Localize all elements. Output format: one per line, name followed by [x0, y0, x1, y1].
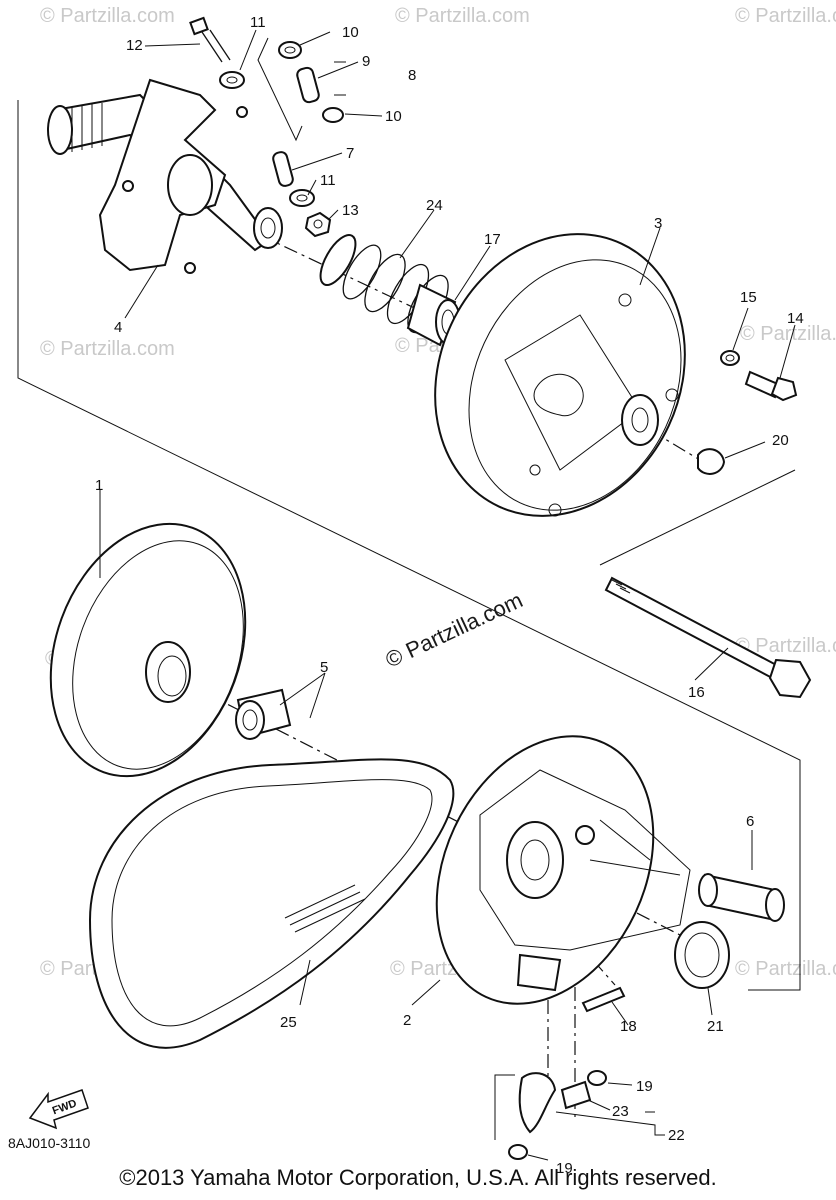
- callout-16: 16: [688, 684, 705, 701]
- watermark-text: © Partzilla.com: [735, 958, 836, 980]
- copyright-text: ©2013 Yamaha Motor Corporation, U.S.A. A…: [119, 1165, 717, 1190]
- callout-17: 17: [484, 231, 501, 248]
- callout-19: 19: [636, 1078, 653, 1095]
- watermark-text: © Partzilla.com: [40, 338, 175, 360]
- part-2-sliding-sheave: [435, 735, 691, 1005]
- hardware-bottom: [508, 986, 626, 1160]
- callout-6: 6: [746, 813, 754, 830]
- watermark-text: © Partzilla.com: [395, 5, 530, 27]
- part-5-bushing: [235, 688, 292, 740]
- part-6-sleeve: [698, 873, 785, 922]
- callout-25: 25: [280, 1014, 297, 1031]
- callout-9: 9: [362, 53, 370, 70]
- part-4-shaft-spider: [47, 78, 283, 274]
- part-21-seal: [674, 921, 730, 989]
- callout-10: 10: [342, 24, 359, 41]
- callout-4: 4: [114, 319, 122, 336]
- fwd-arrow-icon: FWD: [28, 1089, 89, 1130]
- assembly-boundary-lines: [17, 100, 801, 1140]
- callout-1: 1: [95, 477, 103, 494]
- watermark-text: © Partzilla.com: [735, 5, 836, 27]
- watermark-text: © Partzilla.com: [740, 323, 836, 345]
- callout-13: 13: [342, 202, 359, 219]
- callout-2: 2: [403, 1012, 411, 1029]
- part-1-sheave: [49, 522, 247, 778]
- callout-22: 22: [668, 1127, 685, 1144]
- callout-7: 7: [346, 145, 354, 162]
- leader-lines: [99, 29, 796, 1161]
- callout-19: 19: [556, 1160, 573, 1177]
- part-16-bolt: [604, 576, 812, 699]
- center-watermark: © Partzilla.com: [382, 587, 527, 672]
- callout-23: 23: [612, 1103, 629, 1120]
- callout-5: 5: [320, 659, 328, 676]
- part-17-collar: [406, 283, 461, 347]
- callout-11: 11: [250, 14, 266, 31]
- watermark-text: © Partzilla.com: [40, 5, 175, 27]
- callouts: 12 11 10 9 8 10 7 11 13 24 17 3 15 14 20…: [95, 14, 804, 1177]
- callout-14: 14: [787, 310, 804, 327]
- part-3-cover: [434, 233, 686, 517]
- callout-18: 18: [620, 1018, 637, 1035]
- callout-15: 15: [740, 289, 757, 306]
- callout-10: 10: [385, 108, 402, 125]
- diagram-code: 8AJ010-3110: [8, 1135, 90, 1151]
- callout-12: 12: [126, 37, 143, 54]
- watermark-text: © Partzilla.com: [735, 635, 836, 657]
- callout-3: 3: [654, 215, 662, 232]
- callout-21: 21: [707, 1018, 724, 1035]
- callout-24: 24: [426, 197, 443, 214]
- callout-11: 11: [320, 172, 336, 189]
- hardware-right-top: [697, 350, 798, 475]
- part-25-belt: [88, 758, 455, 1049]
- callout-20: 20: [772, 432, 789, 449]
- callout-8: 8: [408, 67, 416, 84]
